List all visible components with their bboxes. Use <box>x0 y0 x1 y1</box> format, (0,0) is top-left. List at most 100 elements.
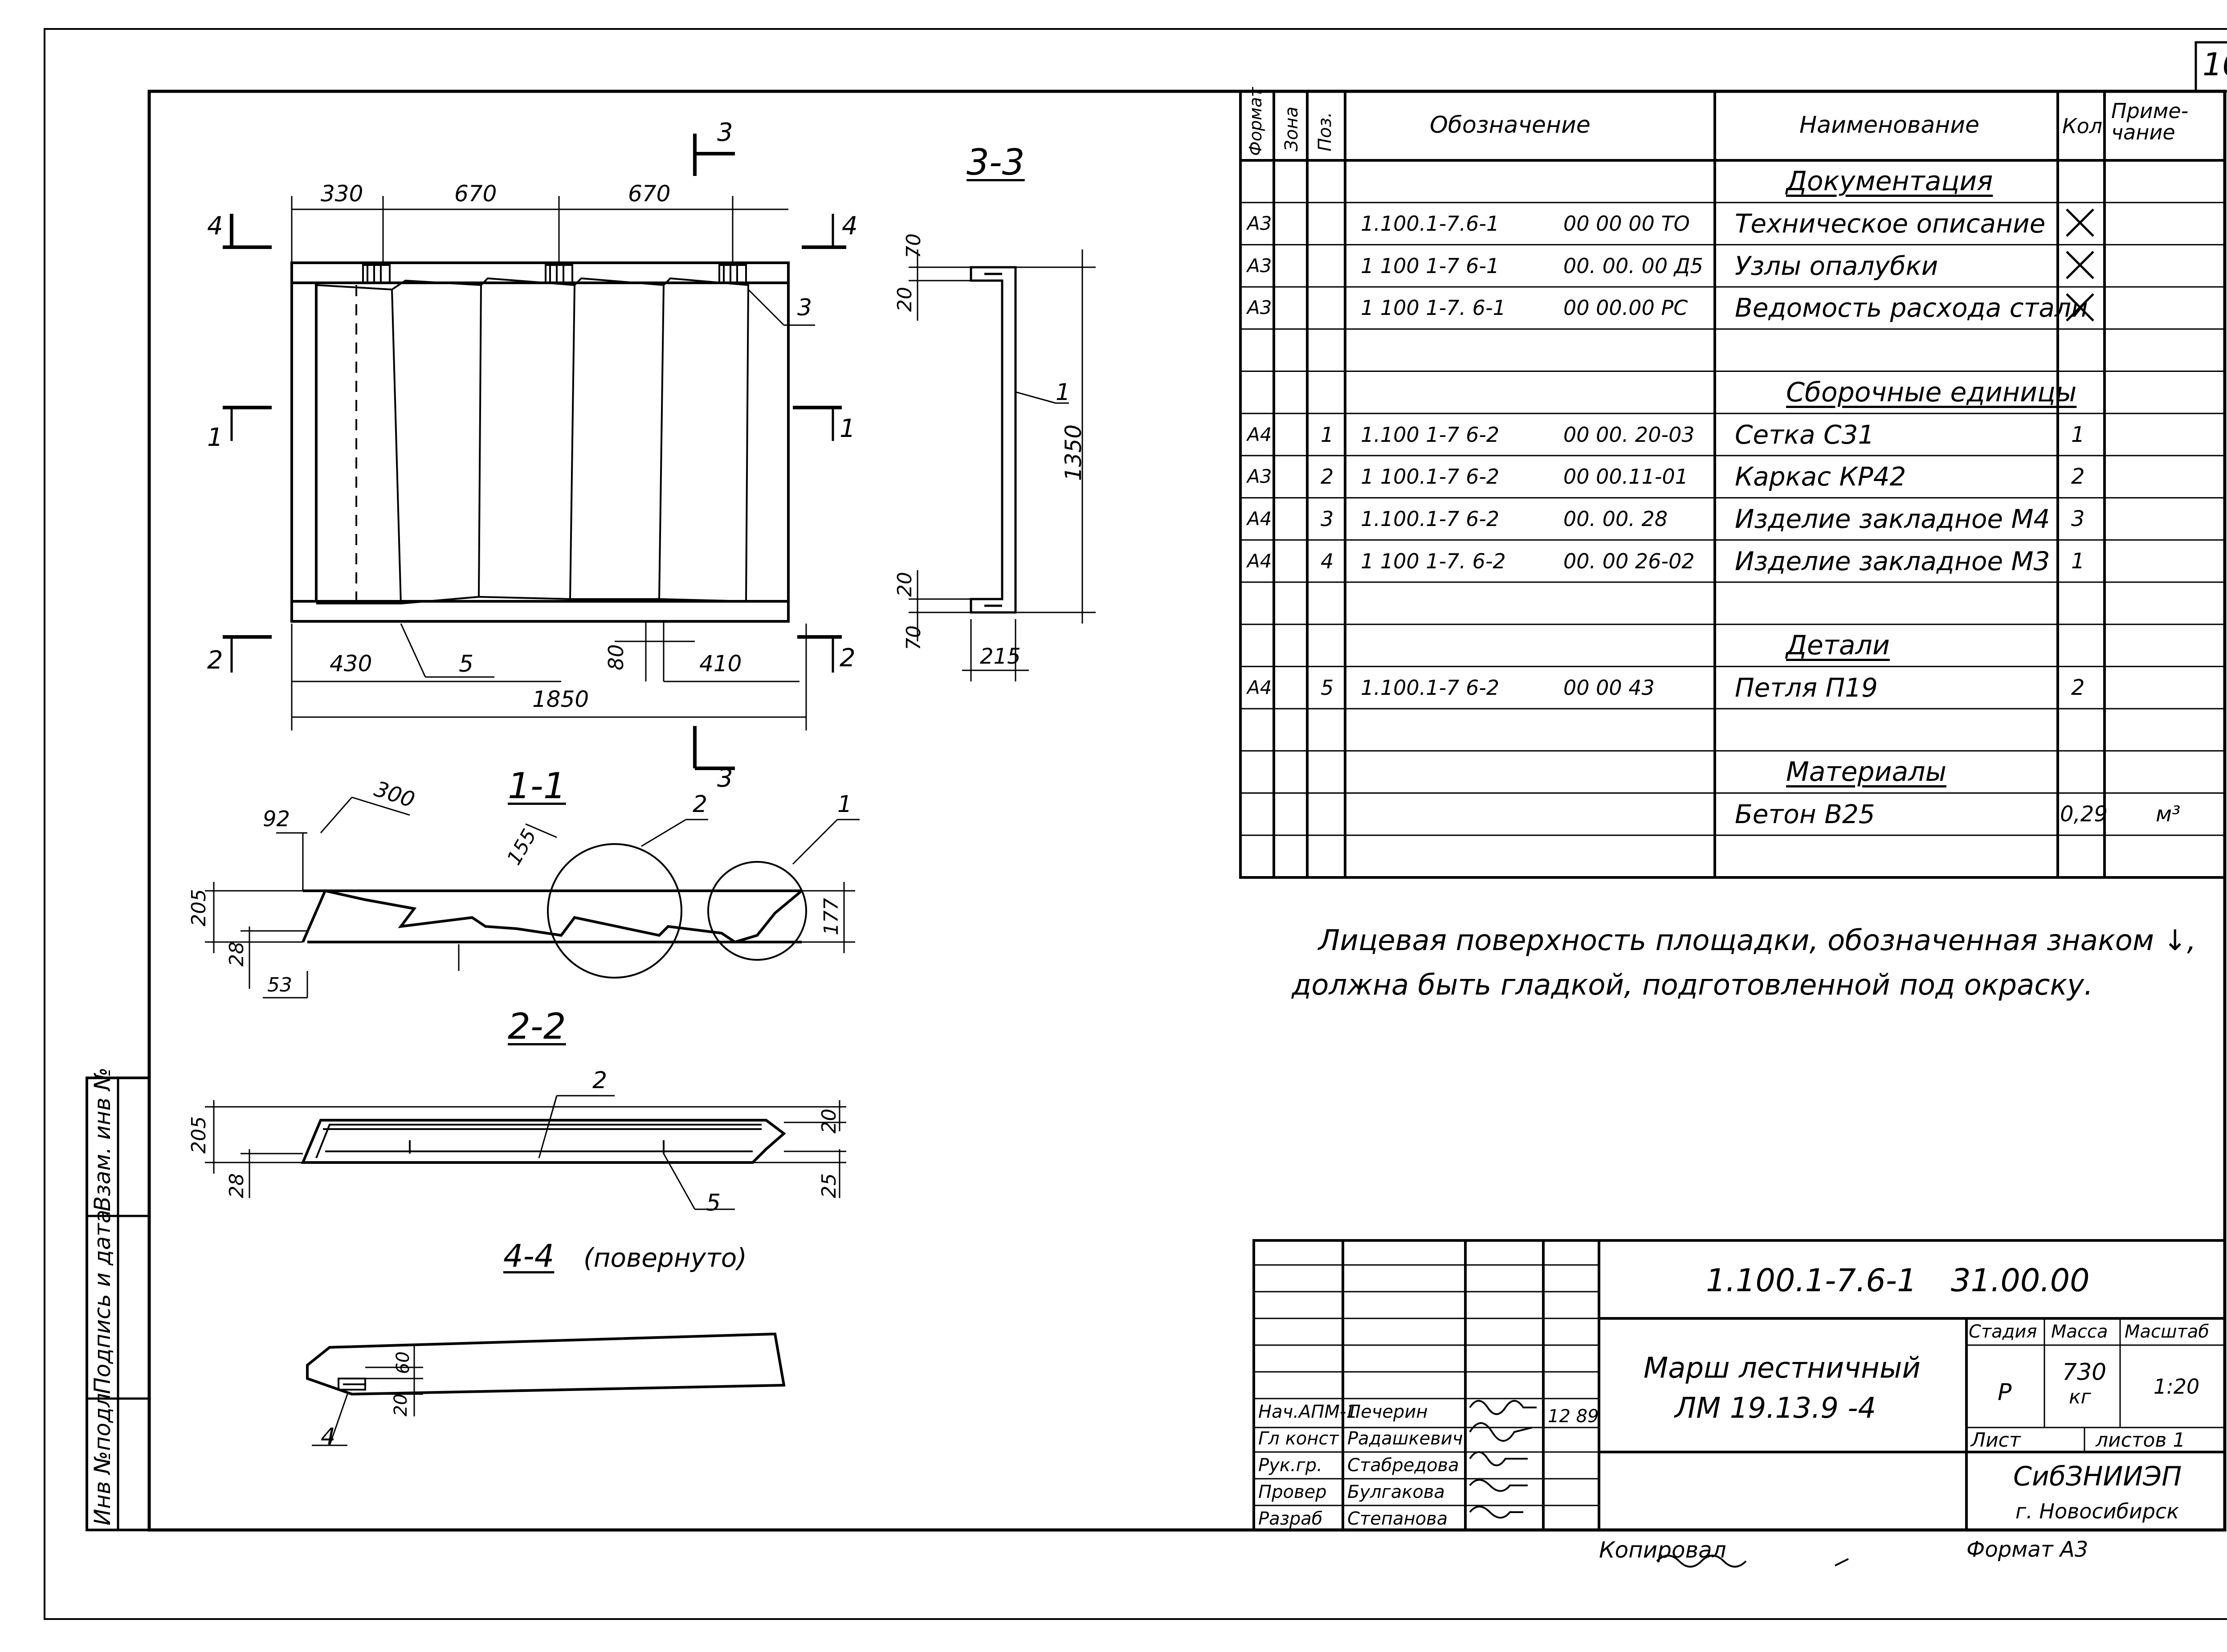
spec-cell-designation: 1.100 1-7 6-2 <box>1361 422 1500 447</box>
spec-cell-designation: 1 100 1-7 6-1 <box>1361 253 1500 278</box>
spec-cell-position: 5 <box>1321 675 1334 700</box>
spec-cell-quantity: 1 <box>2071 548 2085 574</box>
position-3-label: 3 <box>797 294 812 321</box>
dim-2-2-28: 28 <box>225 1173 248 1198</box>
spec-header-note: Приме-чание <box>2111 99 2189 145</box>
spec-cell-quantity: 2 <box>2071 675 2085 700</box>
view-title-1-1: 1-1 <box>508 765 566 807</box>
spec-cell-name: Узлы опалубки <box>1735 250 1938 281</box>
surface-note-line-2: должна быть гладкой, подготовленной под … <box>1292 969 2093 1002</box>
approval-name: Степанова <box>1347 1509 1448 1529</box>
spec-cell-format: А4 <box>1247 550 1272 572</box>
spec-cell-name: Каркас КР42 <box>1735 461 1906 492</box>
view-title-4-4-note: (повернуто) <box>583 1243 747 1273</box>
spec-section-heading: Сборочные единицы <box>1786 376 2077 408</box>
view22-position-5: 5 <box>706 1190 721 1216</box>
spec-section-heading: Детали <box>1786 630 1890 661</box>
cut-label-4-right: 4 <box>842 212 858 241</box>
spec-header-pos: Поз. <box>1315 112 1335 151</box>
dim-670-a: 670 <box>454 181 497 207</box>
spec-cell-note: м³ <box>2156 801 2181 827</box>
mass-header: Масса <box>2051 1322 2108 1342</box>
cut-label-1-right: 1 <box>840 414 856 443</box>
mass-value: 730 <box>2062 1359 2107 1386</box>
spec-cell-name: Изделие закладное М4 <box>1735 503 2050 534</box>
sheet-number: 101 <box>2203 46 2227 83</box>
view33-position-1: 1 <box>1056 379 1071 406</box>
dim-3-3-70b: 70 <box>902 625 925 650</box>
spec-cell-name: Техническое описание <box>1735 208 2046 239</box>
spec-header-designation: Обозначение <box>1430 112 1591 139</box>
sheets-count: листов 1 <box>2096 1429 2186 1452</box>
cut-label-4-left: 4 <box>207 212 223 241</box>
product-title: Марш лестничный <box>1644 1352 1921 1385</box>
dim-4-4-60: 60 <box>393 1351 413 1374</box>
dim-1-1-53: 53 <box>267 974 292 996</box>
dim-3-3-20a: 20 <box>893 287 916 312</box>
side-stamp-replaces-inv: Взам. инв № <box>90 1067 115 1211</box>
view11-position-2: 2 <box>693 791 708 818</box>
spec-cell-designation-code: 00 00.00 РС <box>1563 296 1688 320</box>
spec-cell-quantity: 2 <box>2071 464 2085 489</box>
spec-cell-quantity: 3 <box>2071 506 2085 531</box>
approval-role: Гл конст <box>1258 1428 1339 1449</box>
organization-name: СибЗНИИЭП <box>2013 1461 2182 1492</box>
doc-code-suffix: 31.00.00 <box>1951 1262 2090 1299</box>
view-title-3-3: 3-3 <box>967 142 1025 183</box>
dim-3-3-215: 215 <box>980 644 1021 669</box>
spec-cell-format: А3 <box>1247 465 1272 488</box>
dim-1-1-205: 205 <box>188 889 210 926</box>
spec-cell-position: 1 <box>1321 422 1334 447</box>
spec-cell-format: А3 <box>1247 254 1272 277</box>
approval-role: Провер <box>1258 1482 1327 1502</box>
scale-header: Масштаб <box>2125 1322 2210 1342</box>
view-title-4-4: 4-4 <box>503 1238 555 1274</box>
dim-4-4-20: 20 <box>391 1394 411 1416</box>
cut-label-2-right: 2 <box>840 644 856 673</box>
spec-cell-format: А4 <box>1247 423 1272 445</box>
spec-cell-designation-code: 00 00. 20-03 <box>1563 422 1695 447</box>
spec-cell-name: Изделие закладное М3 <box>1735 546 2050 576</box>
side-stamp-signature-date: Подпись и дата <box>90 1209 115 1394</box>
spec-cell-format: А3 <box>1247 297 1272 319</box>
dim-430: 430 <box>330 651 372 677</box>
spec-cell-designation: 1.100.1-7.6-1 <box>1361 212 1500 236</box>
mass-unit: кг <box>2069 1386 2091 1408</box>
dim-2-2-20: 20 <box>818 1109 840 1134</box>
organization-city: г. Новосибирск <box>2015 1499 2179 1523</box>
approval-name: Печерин <box>1347 1402 1428 1422</box>
spec-cell-designation-code: 00 00.11-01 <box>1563 465 1688 489</box>
approval-name: Булгакова <box>1347 1482 1445 1502</box>
spec-section-heading: Документация <box>1786 166 1993 197</box>
cut-label-3-bottom: 3 <box>717 764 733 793</box>
spec-cell-designation: 1 100 1-7. 6-2 <box>1361 549 1506 573</box>
view44-position-4: 4 <box>321 1424 336 1450</box>
dim-3-3-70a: 70 <box>902 233 925 258</box>
cut-label-1-left: 1 <box>207 423 223 452</box>
spec-cell-position: 4 <box>1321 549 1334 573</box>
dim-670-b: 670 <box>628 181 671 207</box>
dim-1-1-92: 92 <box>263 807 290 832</box>
spec-cell-designation: 1.100.1-7 6-2 <box>1361 506 1500 531</box>
side-stamp-inv-original: Инв №подл <box>90 1393 115 1526</box>
spec-cell-designation-code: 00. 00. 28 <box>1563 506 1668 531</box>
position-5-label: 5 <box>459 651 474 677</box>
dim-410: 410 <box>699 651 742 677</box>
spec-cell-designation: 1.100.1-7 6-2 <box>1361 675 1500 700</box>
scale-value: 1:20 <box>2154 1375 2200 1399</box>
dim-330: 330 <box>321 181 363 207</box>
dim-2-2-205: 205 <box>188 1116 210 1154</box>
approval-role: Разраб <box>1258 1509 1323 1529</box>
sheet-header: Лист <box>1971 1429 2021 1452</box>
spec-cell-quantity: 1 <box>2071 422 2085 447</box>
spec-header-name: Наименование <box>1799 112 1980 139</box>
dim-2-2-25: 25 <box>818 1173 840 1198</box>
spec-cell-format: А3 <box>1247 212 1272 235</box>
view22-position-2: 2 <box>592 1067 608 1094</box>
spec-cell-position: 2 <box>1321 465 1334 489</box>
spec-header-zone: Зона <box>1281 106 1302 151</box>
cut-label-2-left: 2 <box>207 646 223 675</box>
spec-cell-format: А4 <box>1247 676 1272 698</box>
dim-1-1-177: 177 <box>820 898 843 935</box>
